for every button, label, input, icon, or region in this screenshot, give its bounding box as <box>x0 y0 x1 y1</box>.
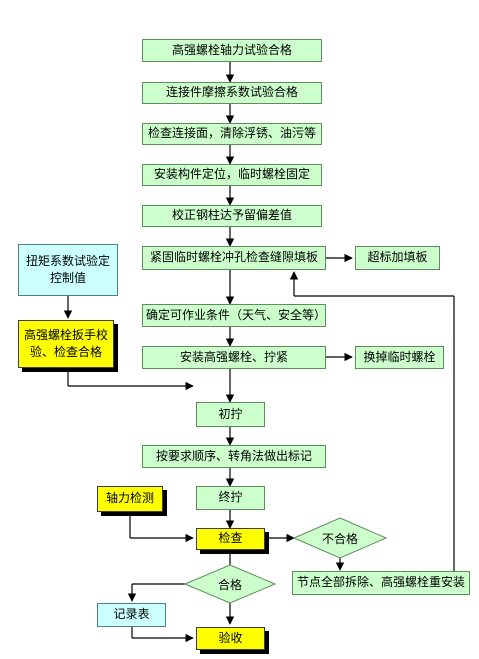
step-mark-angle: 按要求顺序、转角法做出标记 <box>142 445 326 468</box>
step-axial-force-test: 高强螺栓轴力试验合格 <box>142 39 322 62</box>
input-wrench-calibration: 高强螺栓扳手校验、检查合格 <box>18 320 114 368</box>
fail-decision-diamond <box>292 517 388 559</box>
step-add-filler-plate: 超标加填板 <box>355 246 440 270</box>
step-initial-tightening: 初拧 <box>196 402 265 427</box>
step-install-position: 安装构件定位，临时螺栓固定 <box>142 164 322 186</box>
input-torque-coefficient-test: 扭矩系数试验定控制值 <box>18 244 118 296</box>
input-axial-force-check: 轴力检测 <box>97 486 163 512</box>
fail-label: 不合格 <box>321 532 358 546</box>
step-inspection: 检查 <box>196 528 265 550</box>
step-correct-column: 校正钢柱达予留偏差值 <box>142 205 322 227</box>
step-confirm-conditions: 确定可作业条件（天气、安全等） <box>142 304 326 327</box>
step-rework-reinstall: 节点全部拆除、高强螺栓重安装 <box>292 571 470 595</box>
step-tighten-temporary-bolts: 紧固临时螺栓冲孔检查缝隙填板 <box>142 246 326 270</box>
step-install-hs-bolts: 安装高强螺栓、拧紧 <box>142 346 326 369</box>
pass-label: 合格 <box>217 578 242 592</box>
step-final-tightening: 终拧 <box>196 486 265 510</box>
step-replace-temporary-bolts: 换掉临时螺栓 <box>355 346 444 369</box>
record-table: 记录表 <box>97 603 166 627</box>
step-friction-test: 连接件摩擦系数试验合格 <box>142 82 322 104</box>
step-clean-surface: 检查连接面，清除浮锈、油污等 <box>142 123 322 145</box>
pass-decision-diamond <box>183 564 277 604</box>
step-acceptance: 验收 <box>196 627 265 650</box>
